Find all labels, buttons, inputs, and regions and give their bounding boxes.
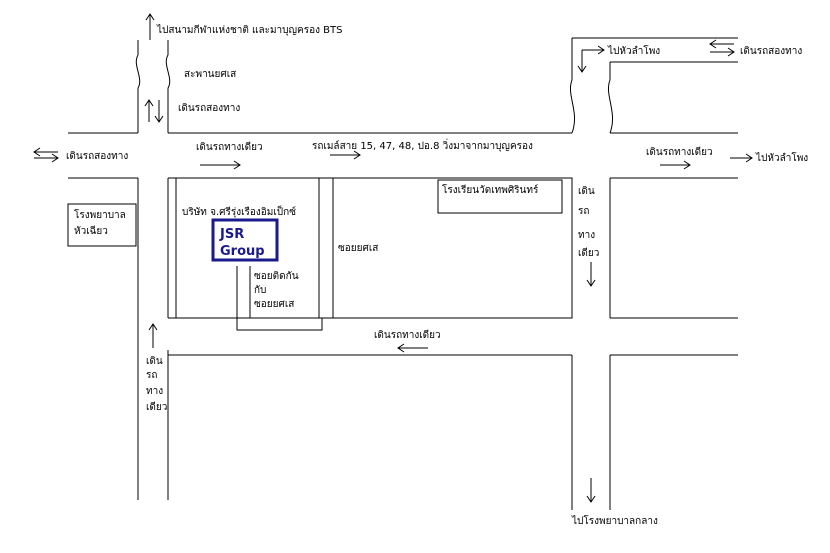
- label-soi-adjacent-2: กับ: [254, 285, 266, 296]
- label-oneway-right-2: รถ: [578, 206, 589, 217]
- label-oneway-right-3: ทาง: [578, 230, 595, 241]
- middle-road: [168, 317, 738, 356]
- arrow-hua-lamphong-top: [577, 45, 605, 73]
- arrow-two-way-left: [33, 147, 59, 163]
- labels: ไปสนามกีฬาแห่งชาติ และมาบุญครอง BTS สะพา…: [66, 24, 808, 527]
- label-to-national-stadium: ไปสนามกีฬาแห่งชาติ และมาบุญครอง BTS: [156, 24, 343, 36]
- label-one-way-top-left: เดินรถทางเดียว: [196, 141, 263, 153]
- label-jsr: JSR: [219, 227, 244, 242]
- label-hospital-line1: โรงพยาบาล: [74, 208, 126, 221]
- right-vertical-road: [570, 37, 738, 510]
- blocks: [175, 177, 573, 331]
- arrow-one-way-right-upper: [586, 262, 596, 287]
- label-bus-route: รถเมล์สาย 15, 47, 48, ปอ.8 วิ่งมาจากมาบุ…: [312, 138, 533, 152]
- arrow-one-way-top-left: [200, 160, 241, 170]
- label-to-hua-lamphong-top: ไปหัวลำโพง: [607, 44, 660, 57]
- arrow-one-way-right-lower: [586, 478, 596, 503]
- arrow-one-way-top-right: [660, 160, 691, 170]
- label-oneway-right-1: เดิน: [578, 186, 595, 197]
- label-two-way-right: เดินรถสองทาง: [740, 46, 802, 57]
- label-two-way-north: เดินรถสองทาง: [178, 103, 240, 114]
- label-oneway-left-2: รถ: [146, 370, 157, 381]
- label-bridge: สะพานยศเส: [184, 69, 236, 80]
- label-oneway-left-1: เดิน: [146, 356, 163, 367]
- school-box: [437, 179, 563, 214]
- main-road: [68, 132, 738, 179]
- label-two-way-left: เดินรถสองทาง: [66, 151, 128, 162]
- arrows: [33, 13, 753, 503]
- arrow-two-way-bridge: [144, 99, 164, 123]
- label-soi-yotse: ซอยยศเส: [338, 243, 378, 254]
- label-group: Group: [220, 244, 265, 259]
- label-oneway-left-3: ทาง: [146, 386, 163, 397]
- label-school: โรงเรียนวัดเทพศิรินทร์: [442, 183, 539, 196]
- label-one-way-top-right: เดินรถทางเดียว: [646, 146, 713, 158]
- label-soi-adjacent-3: ซอยยศเส: [254, 299, 294, 310]
- label-hospital-line2: หัวเฉียว: [74, 225, 108, 237]
- label-oneway-right-4: เดียว: [578, 247, 599, 259]
- hua-chiew-hospital-box: [67, 203, 137, 247]
- jsr-group-box: [211, 218, 279, 262]
- arrow-up-north: [145, 13, 155, 40]
- arrow-one-way-middle: [397, 343, 428, 353]
- label-one-way-middle: เดินรถทางเดียว: [374, 329, 441, 341]
- arrow-bus-route: [330, 150, 361, 160]
- label-company: บริษัท จ.ศรีรุ่งเรืองอิมเป็กซ์: [182, 204, 296, 218]
- label-soi-adjacent-1: ซอยติดกัน: [254, 271, 299, 282]
- arrow-two-way-right: [709, 39, 735, 57]
- label-to-klang-hospital: ไปโรงพยาบาลกลาง: [571, 514, 658, 527]
- label-oneway-left-4: เดียว: [146, 401, 167, 413]
- arrow-one-way-left-vertical: [148, 323, 158, 348]
- left-vertical-road: [135, 40, 171, 500]
- arrow-hua-lamphong-right: [730, 153, 753, 163]
- label-to-hua-lamphong-right: ไปหัวลำโพง: [755, 151, 808, 164]
